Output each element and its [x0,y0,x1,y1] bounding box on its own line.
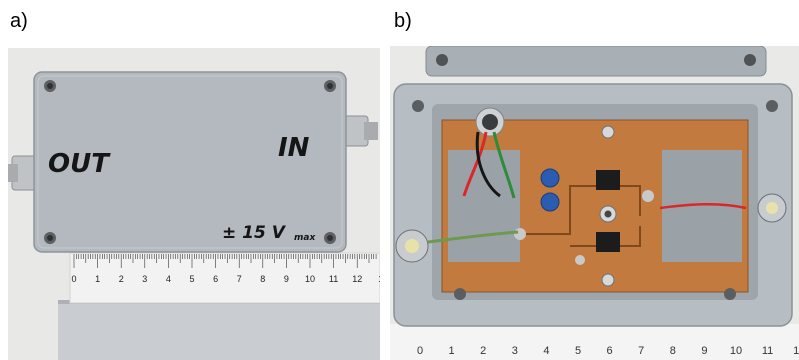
ruler-a-ticks [73,254,377,268]
screw-icon [44,232,56,244]
screw-icon [724,288,736,300]
standoff-icon [601,125,615,139]
screw-icon [44,80,56,92]
ruler-b-number: 0 [417,345,423,357]
handwritten-in-label: IN [278,133,310,163]
ruler-aluminium-base [58,300,380,360]
bnc-connector-in [339,115,378,147]
standoff-icon [601,273,615,287]
ruler-a [69,252,380,304]
ruler-a-number: 10 [305,274,315,284]
ruler-a-number: 12 [352,274,362,284]
screw-icon [744,54,756,66]
ruler-a-number: 8 [260,274,265,284]
enclosure-lid-open [425,46,767,77]
screw-icon [324,232,336,244]
wire-red [462,131,488,197]
screw-icon [324,80,336,92]
screw-icon [766,100,778,112]
ruler-a-number: 4 [166,274,171,284]
ruler-b-number: 3 [512,345,518,357]
ruler-a-number: 9 [284,274,289,284]
ruler-b-number: 7 [638,345,644,357]
pcb-cutout-left [448,150,520,262]
ic-chip-lower [596,232,620,252]
bnc-connector-in [757,193,787,223]
standoff-icon [599,205,617,223]
capacitor-icon [540,192,560,212]
ruler-b-number: 4 [543,345,549,357]
wire-red-input [659,203,747,210]
screw-icon [412,100,424,112]
ruler-b-number: 1 [449,345,455,357]
ruler-a-number: 1 [378,274,380,284]
ruler-b-number: 8 [670,345,676,357]
screw-icon [454,288,466,300]
bnc-connector-out [395,229,429,263]
ruler-b-numbers: 0 1 2 3 4 5 6 7 8 9 10 11 12 [417,345,799,357]
ruler-b-number: 2 [480,345,486,357]
ruler-b-number: 6 [607,345,613,357]
wire-black [475,131,501,198]
photo-b-open-enclosure: 0 1 2 3 4 5 6 7 8 9 10 11 12 [390,46,799,360]
ruler-a-number: 5 [189,274,194,284]
capacitor-icon [540,168,560,188]
ruler-a-number: 7 [237,274,242,284]
ruler-a-number: 3 [142,274,147,284]
handwritten-out-label: OUT [48,149,111,179]
ruler-b-number: 11 [762,345,773,357]
ruler-a-number: 1 [95,274,100,284]
ruler-a-number: 0 [71,274,76,284]
ruler-b-number: 9 [701,345,707,357]
ruler-a-number: 6 [213,274,218,284]
ic-chip-upper [596,170,620,190]
handwritten-supply-sub: max [294,233,316,243]
ruler-b-number: 12 [793,345,799,357]
screw-icon [436,54,448,66]
ruler-a-number: 11 [329,274,338,284]
photo-a-closed-enclosure: 0 1 2 3 4 5 6 7 8 9 10 11 12 1 OUT IN ± … [8,48,380,360]
panel-a-label: a) [10,10,28,32]
enclosure-lid [33,71,347,253]
ruler-a-number: 2 [119,274,124,284]
power-connector [475,107,505,137]
ruler-b [390,324,799,360]
ruler-a-numbers: 0 1 2 3 4 5 6 7 8 9 10 11 12 1 [71,274,380,284]
panel-b-label: b) [394,10,412,32]
ruler-b-number: 5 [575,345,581,357]
wire-output [427,230,519,244]
ruler-b-number: 10 [730,345,742,357]
wire-green [492,131,516,199]
handwritten-supply-label: ± 15 V [222,223,287,243]
